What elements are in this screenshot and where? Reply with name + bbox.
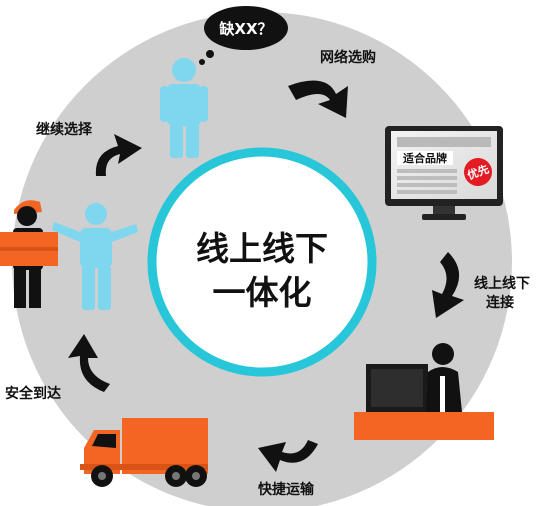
monitor-banner-text: 适合品牌: [403, 151, 447, 165]
cycle-arrow-continue: [95, 134, 142, 176]
thought-bubble: 缺XX？: [199, 6, 288, 65]
step-label-connect-line1: 线上线下: [474, 275, 530, 292]
computer-monitor: 适合品牌 优先: [385, 126, 503, 220]
step-label-shipping: 快捷运输: [258, 481, 315, 498]
center-title-line2: 一体化: [213, 273, 312, 312]
delivery-truck: [80, 418, 208, 487]
step-label-arrival: 安全到达: [5, 385, 61, 402]
step-label-connect-line2: 连接: [486, 294, 514, 311]
cycle-arrow-arrival: [68, 334, 110, 392]
center-title-line1: 线上线下: [196, 229, 328, 268]
step-label-browse: 网络选购: [320, 49, 376, 66]
cycle-arrow-browse: [288, 80, 348, 118]
courier-figure: [0, 200, 58, 308]
customer-figure: [52, 203, 138, 310]
cycle-arrow-shipping: [258, 440, 318, 472]
cycle-arrow-connect: [432, 252, 464, 318]
step-label-continue: 继续选择: [36, 121, 93, 138]
warehouse-worker-at-desk: [354, 343, 494, 440]
thought-bubble-text: 缺XX？: [218, 20, 272, 38]
center-circle: [147, 147, 377, 377]
thinking-person-figure: [160, 58, 208, 158]
priority-badge: [464, 158, 492, 186]
